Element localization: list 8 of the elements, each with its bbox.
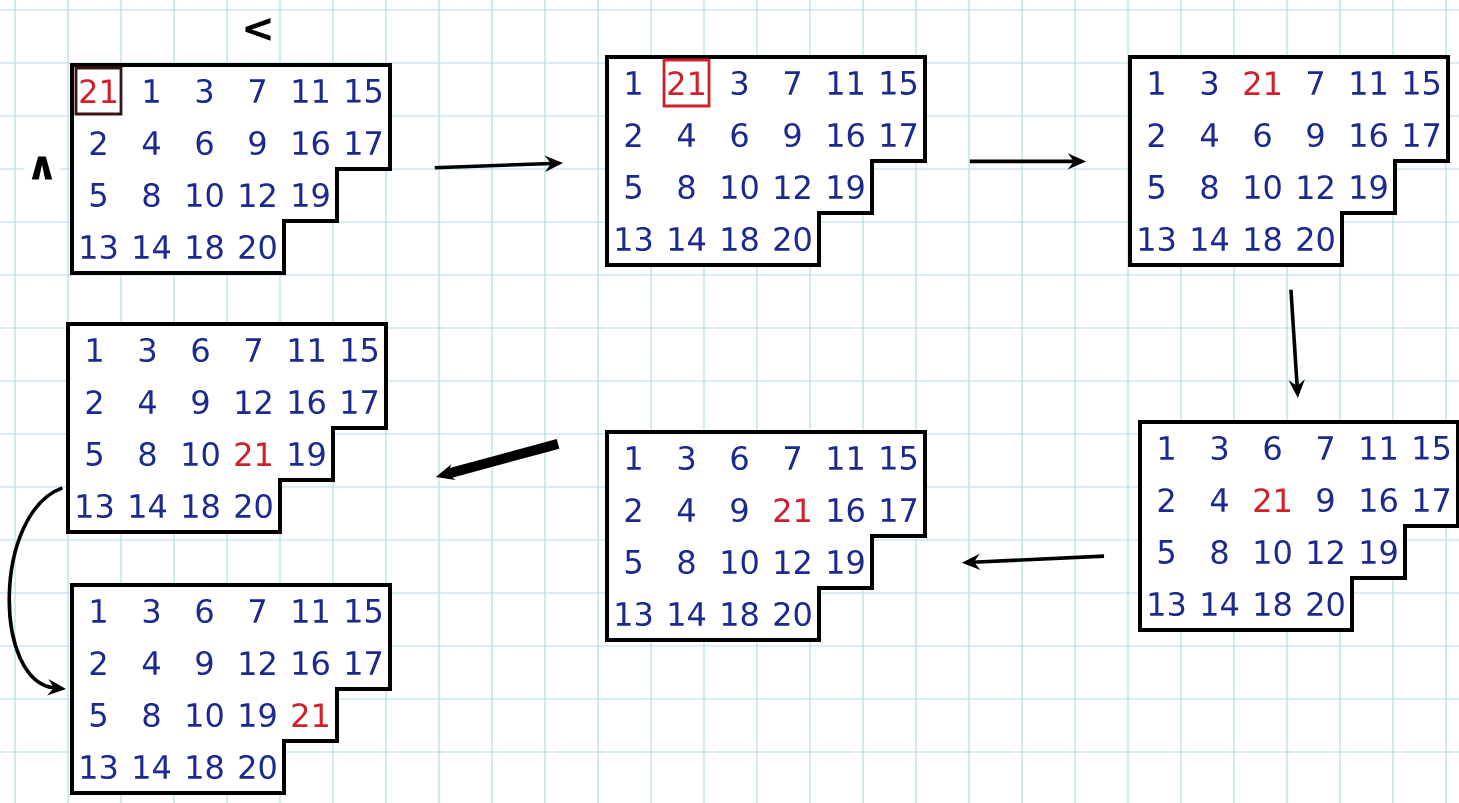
- tableau: 21 1 3 7 11 15 2 4 6 9 16 17 5 8 10 12 19 13 14 18 20: [70, 63, 392, 275]
- tableau: 1 3 6 7 11 15 2 4 9 21 16 17 5 8 10 12 19 13 14 18 20: [605, 430, 927, 642]
- tableau: 1 3 6 7 11 15 2 4 21 9 16 17 5 8 10 12 19 13 14 18 20: [1138, 420, 1459, 632]
- mark-symbol: <: [239, 16, 277, 44]
- tableau: 1 21 3 7 11 15 2 4 6 9 16 17 5 8 10 12 19 13 14 18 20: [605, 55, 927, 267]
- tableau: 1 3 6 7 11 15 2 4 9 12 16 17 5 8 10 21 19 13 14 18 20: [66, 322, 388, 534]
- tableau: 1 3 21 7 11 15 2 4 6 9 16 17 5 8 10 12 19 13 14 18 20: [1128, 55, 1450, 267]
- tableau: 1 3 6 7 11 15 2 4 9 12 16 17 5 8 10 19 21 13 14 18 20: [70, 583, 392, 795]
